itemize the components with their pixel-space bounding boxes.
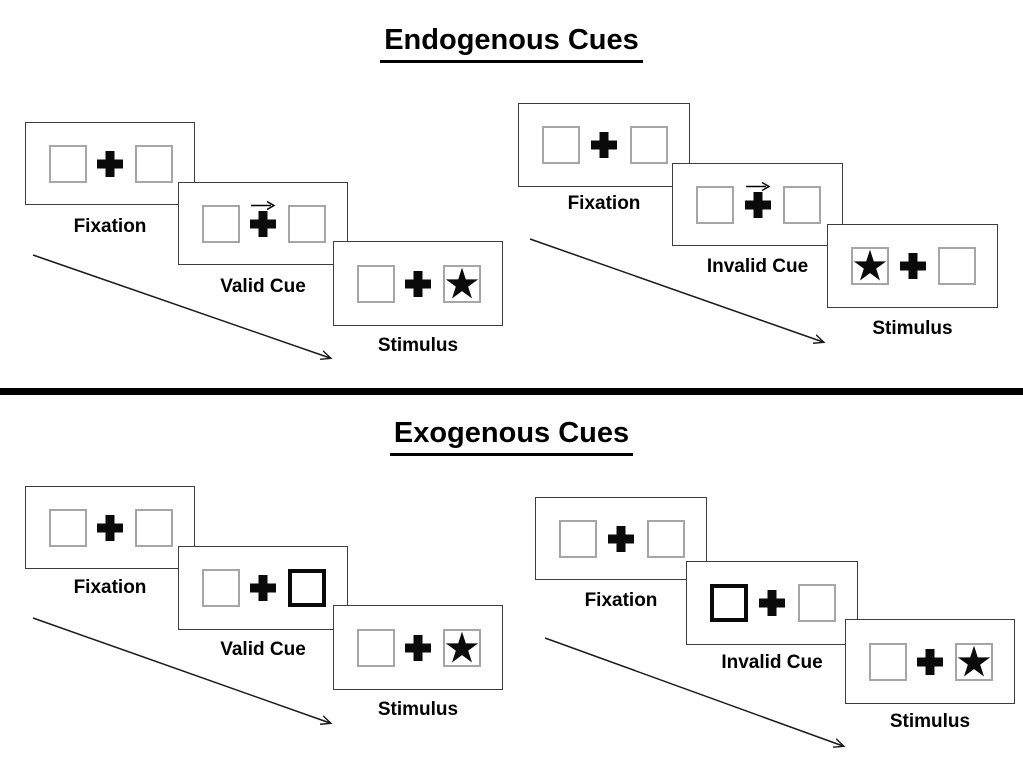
cue-card <box>672 163 843 246</box>
right-box <box>647 519 685 558</box>
fixation-cross-icon <box>608 526 634 552</box>
frame-label: Stimulus <box>377 335 459 356</box>
right-box <box>955 642 993 681</box>
fixation-cross-icon <box>405 635 431 661</box>
left-box <box>696 185 734 224</box>
right-box <box>443 628 481 667</box>
fixation-card <box>518 103 690 187</box>
right-box <box>798 584 836 622</box>
frame-label: Stimulus <box>889 711 971 732</box>
section-title-exogenous-text: Exogenous Cues <box>389 417 634 456</box>
fixation-card <box>25 122 195 205</box>
star-stimulus-icon <box>445 631 479 662</box>
fixation-cross-icon <box>405 271 431 297</box>
fixation-cross-icon <box>250 211 276 237</box>
fixation-cross-icon <box>97 151 123 177</box>
right-box <box>288 204 326 243</box>
fixation-cross-icon <box>900 253 926 279</box>
frame-label: Fixation <box>567 193 641 214</box>
left-box <box>542 126 580 164</box>
frame-label: Fixation <box>73 577 147 598</box>
star-stimulus-icon <box>853 249 887 281</box>
frame-label: Invalid Cue <box>721 652 823 673</box>
bold-cue-box <box>710 584 748 622</box>
stimulus-card <box>827 224 998 308</box>
right-box <box>135 144 173 183</box>
timeline-arrow-endogenous-valid <box>32 254 330 358</box>
section-title-endogenous: Endogenous Cues <box>0 24 1023 63</box>
frame-label: Stimulus <box>377 699 459 720</box>
frame-label: Fixation <box>584 590 658 611</box>
stimulus-card <box>333 605 503 690</box>
cue-card <box>178 546 348 630</box>
frame-label: Stimulus <box>872 318 953 339</box>
frame-label: Invalid Cue <box>706 256 809 277</box>
frame-label: Fixation <box>73 216 147 237</box>
timeline-arrow-endogenous-invalid <box>529 238 823 342</box>
fixation-cross-icon <box>250 575 276 601</box>
fixation-cross-icon <box>591 132 617 158</box>
right-box <box>630 126 668 164</box>
left-box <box>357 264 395 303</box>
fixation-cross-icon <box>745 192 771 218</box>
cue-card <box>686 561 858 645</box>
left-box <box>49 508 87 547</box>
right-box <box>443 264 481 303</box>
left-box <box>202 204 240 243</box>
frame-label: Valid Cue <box>220 639 306 660</box>
star-stimulus-icon <box>445 267 479 298</box>
section-title-endogenous-text: Endogenous Cues <box>380 24 643 63</box>
section-divider <box>0 388 1023 395</box>
cue-card <box>178 182 348 265</box>
cue-arrow-right-icon <box>251 200 276 211</box>
left-box <box>869 642 907 681</box>
fixation-cross-icon <box>917 649 943 675</box>
stimulus-card <box>845 619 1015 704</box>
fixation-cross-icon <box>97 515 123 541</box>
cue-arrow-right-icon <box>745 181 770 192</box>
right-box <box>135 508 173 547</box>
left-box <box>559 519 597 558</box>
left-box <box>357 628 395 667</box>
timeline-arrow-exogenous-valid <box>32 617 330 723</box>
left-box <box>49 144 87 183</box>
fixation-cross-icon <box>759 590 785 616</box>
right-box <box>938 247 976 285</box>
stimulus-card <box>333 241 503 326</box>
left-box <box>202 569 240 607</box>
fixation-card <box>25 486 195 569</box>
left-box <box>851 247 889 285</box>
bold-cue-box <box>288 569 326 607</box>
section-title-exogenous: Exogenous Cues <box>0 417 1023 456</box>
frame-label: Valid Cue <box>220 276 306 297</box>
right-box <box>783 185 821 224</box>
star-stimulus-icon <box>957 645 991 676</box>
fixation-card <box>535 497 707 580</box>
